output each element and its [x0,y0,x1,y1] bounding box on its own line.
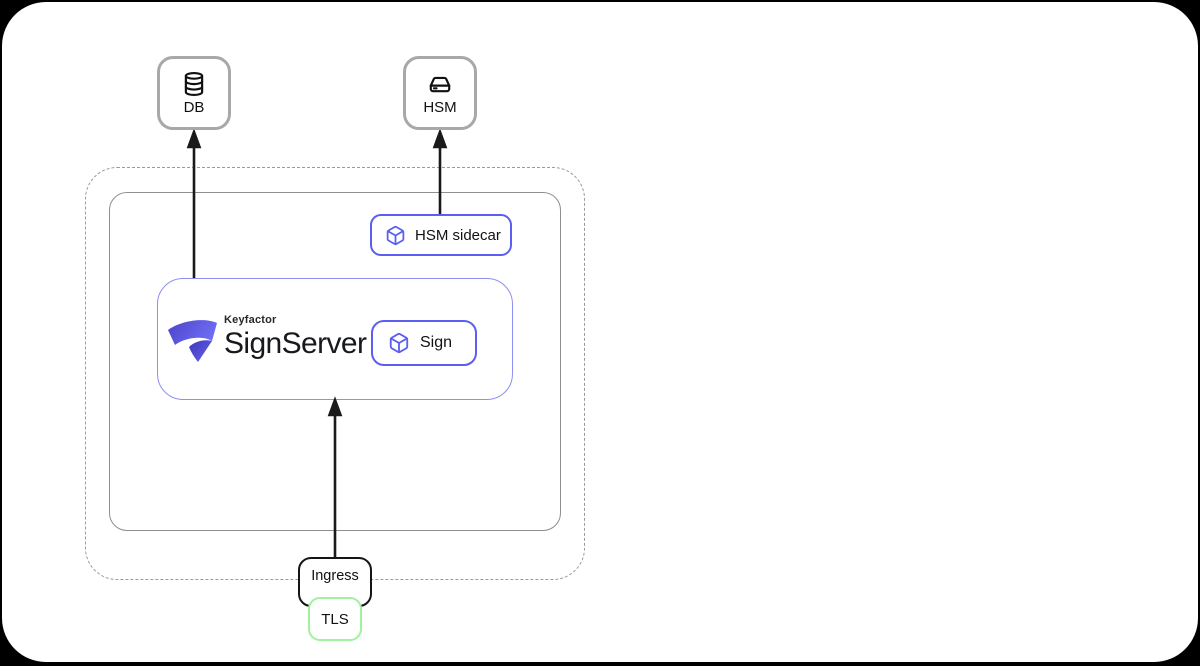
ingress-label: Ingress [311,568,359,584]
cube-icon [388,332,410,354]
database-icon [181,71,207,97]
tls-label: TLS [321,610,349,628]
sign-label: Sign [420,334,453,351]
signserver-wordmark: Keyfactor SignServer [224,314,367,360]
tls-node: TLS [308,597,362,641]
hsm-sidecar-node: HSM sidecar [370,214,512,256]
db-node: DB [157,56,231,130]
signserver-product-text: SignServer [224,327,367,360]
hard-drive-icon [427,71,453,97]
cube-icon [385,225,406,246]
hsm-label: HSM [423,99,457,116]
signserver-node: Keyfactor SignServer Sign [157,278,513,400]
keyfactor-brand-text: Keyfactor [224,314,277,326]
sign-node: Sign [371,320,477,366]
db-label: DB [183,99,205,116]
keyfactor-logo-icon [164,314,222,371]
hsm-node: HSM [403,56,477,130]
hsm-sidecar-label: HSM sidecar [415,226,501,244]
